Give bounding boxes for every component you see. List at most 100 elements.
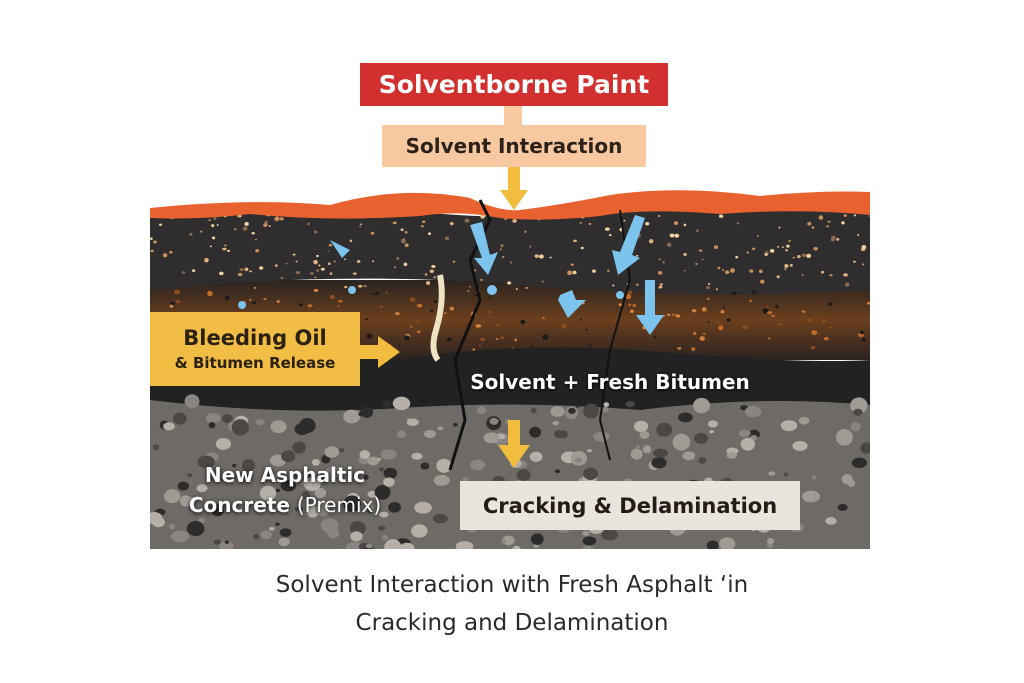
aggregate-speck [653,335,657,339]
aggregate-speck [588,222,592,226]
aggregate-speck [511,346,515,349]
aggregate-speck [769,248,775,253]
caption-line2: Cracking and Delamination [355,610,669,636]
aggregate-speck [259,266,264,270]
aggregate-speck [625,293,632,300]
aggregate-speck [658,285,663,289]
aggregate-speck [313,288,319,293]
aggregate-speck [475,324,482,328]
aggregate-speck [826,225,830,228]
aggregate-speck [801,310,806,313]
aggregate-speck [534,254,540,258]
aggregate-speck [784,268,787,270]
aggregate-speck [798,416,810,425]
aggregate-speck [251,231,255,235]
aggregate-speck [630,448,643,460]
aggregate-speck [328,243,333,247]
aggregate-speck [383,467,398,479]
aggregate-speck [315,255,319,258]
aggregate-speck [169,301,176,306]
aggregate-speck [632,304,637,307]
aggregate-speck [740,437,756,451]
aggregate-speck [726,452,738,459]
aggregate-speck [818,215,824,220]
aggregate-speck [744,406,762,418]
aggregate-speck [501,256,505,258]
aggregate-speck [756,235,759,237]
aggregate-speck [299,417,316,434]
aggregate-speck [653,448,668,458]
aggregate-speck [367,456,380,466]
aggregate-speck [385,291,388,294]
aggregate-speck [187,473,193,477]
aggregate-speck [295,260,298,263]
aggregate-speck [370,231,375,235]
aggregate-speck [673,221,679,226]
aggregate-speck [856,398,863,405]
aggregate-speck [468,285,472,288]
aggregate-speck [327,262,331,266]
aggregate-speck [738,429,751,437]
aggregate-speck [699,336,705,341]
aggregate-speck [515,288,518,290]
aggregate-speck [214,456,219,461]
aggregate-speck [721,269,725,272]
aggregate-speck [776,275,780,279]
aggregate-speck [244,267,249,272]
aggregate-speck [867,215,870,217]
aggregate-speck [568,407,576,414]
aggregate-speck [677,347,682,350]
aggregate-speck [707,420,718,428]
aggregate-speck [432,513,448,524]
aggregate-speck [358,411,366,417]
aggregate-speck [367,503,374,510]
aggregate-speck [691,347,696,351]
aggregate-speck [811,330,818,336]
aggregate-speck [841,221,845,225]
aggregate-speck [416,330,421,334]
aggregate-speck [603,402,610,408]
aggregate-speck [281,450,296,463]
aggregate-speck [657,215,661,217]
aggregate-speck [196,484,208,493]
aggregate-speck [271,474,280,479]
aggregate-speck [692,331,697,335]
aggregate-speck [174,289,181,295]
aggregate-speck [365,543,374,549]
aggregate-speck [313,259,318,265]
aggregate-speck [778,226,781,229]
aggregate-speck [344,258,347,261]
aggregate-speck [163,489,181,504]
aggregate-speck [488,296,491,299]
aggregate-speck [324,466,342,478]
aggregate-speck [175,299,181,304]
aggregate-speck [311,459,320,466]
aggregate-speck [749,299,752,303]
aggregate-speck [722,306,726,309]
aggregate-speck [350,531,363,542]
aggregate-speck [837,503,848,511]
aggregate-speck [295,270,300,275]
aggregate-speck [797,254,801,259]
aggregate-speck [467,290,470,292]
aggregate-speck [651,457,667,469]
aggregate-speck [358,284,363,288]
aggregate-speck [512,218,517,223]
aggregate-speck [184,394,200,409]
aggregate-speck [500,539,506,545]
cracking-delamination-label: Cracking & Delamination [460,481,800,530]
aggregate-speck [823,336,829,341]
aggregate-speck [292,441,306,454]
aggregate-speck [316,308,320,310]
aggregate-speck [163,422,175,431]
aggregate-speck [495,338,499,340]
aggregate-speck [706,286,710,290]
aggregate-speck [320,267,325,271]
aggregate-speck [811,226,815,229]
aggregate-speck [172,412,187,425]
aggregate-speck [249,298,252,301]
aggregate-speck [531,345,534,348]
aggregate-speck [529,245,532,248]
aggregate-speck [786,244,790,248]
aggregate-speck [628,303,632,307]
